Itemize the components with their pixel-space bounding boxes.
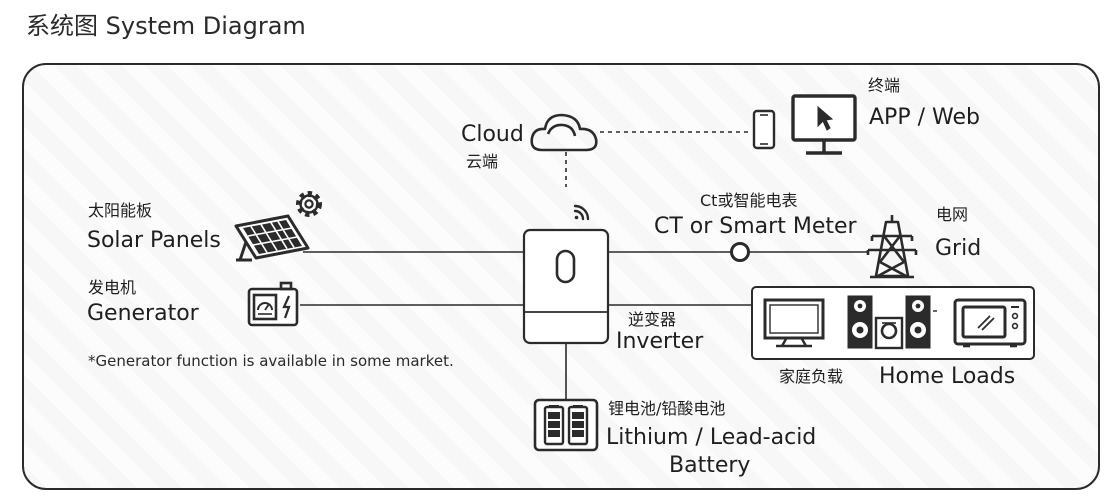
generator-footnote: *Generator function is available in some… — [88, 352, 454, 370]
cloud-icon — [530, 113, 598, 152]
wifi-icon — [573, 204, 590, 221]
speaker-icon — [847, 295, 937, 350]
terminal-label-cn: 终端 — [868, 76, 901, 95]
page-title: 系统图 System Diagram — [26, 12, 306, 40]
inverter-label-cn: 逆变器 — [628, 310, 677, 329]
loads-label-cn: 家庭负载 — [779, 367, 844, 386]
meter-label-cn: Ct或智能电表 — [700, 191, 798, 210]
battery-label-en-line1: Lithium / Lead-acid — [606, 425, 817, 450]
generator-icon — [247, 281, 299, 327]
battery-label-cn: 锂电池/铅酸电池 — [608, 399, 726, 418]
inverter-label-en: Inverter — [616, 329, 704, 354]
loads-label-en: Home Loads — [879, 364, 1016, 389]
terminal-label-en: APP / Web — [869, 105, 980, 130]
meter-label-en: CT or Smart Meter — [654, 214, 857, 239]
solar-label-cn: 太阳能板 — [88, 201, 153, 220]
cloud-label-en: Cloud — [461, 122, 524, 147]
gear-icon — [296, 191, 322, 217]
transmission-tower-icon — [866, 215, 918, 279]
solar-label-en: Solar Panels — [87, 228, 221, 253]
monitor-cursor-icon — [791, 94, 857, 155]
tv-icon — [763, 298, 825, 348]
meter-node-icon — [730, 242, 750, 262]
solar-panel-icon — [234, 214, 310, 262]
generator-label-cn: 发电机 — [88, 278, 137, 297]
battery-label-en-line2: Battery — [669, 453, 751, 478]
grid-label-cn: 电网 — [936, 205, 969, 224]
microwave-icon — [953, 298, 1027, 348]
inverter-icon — [522, 228, 610, 345]
grid-label-en: Grid — [935, 236, 982, 261]
phone-icon — [752, 109, 776, 150]
cloud-label-cn: 云端 — [466, 152, 499, 171]
battery-icon — [533, 398, 599, 452]
generator-label-en: Generator — [87, 301, 199, 326]
